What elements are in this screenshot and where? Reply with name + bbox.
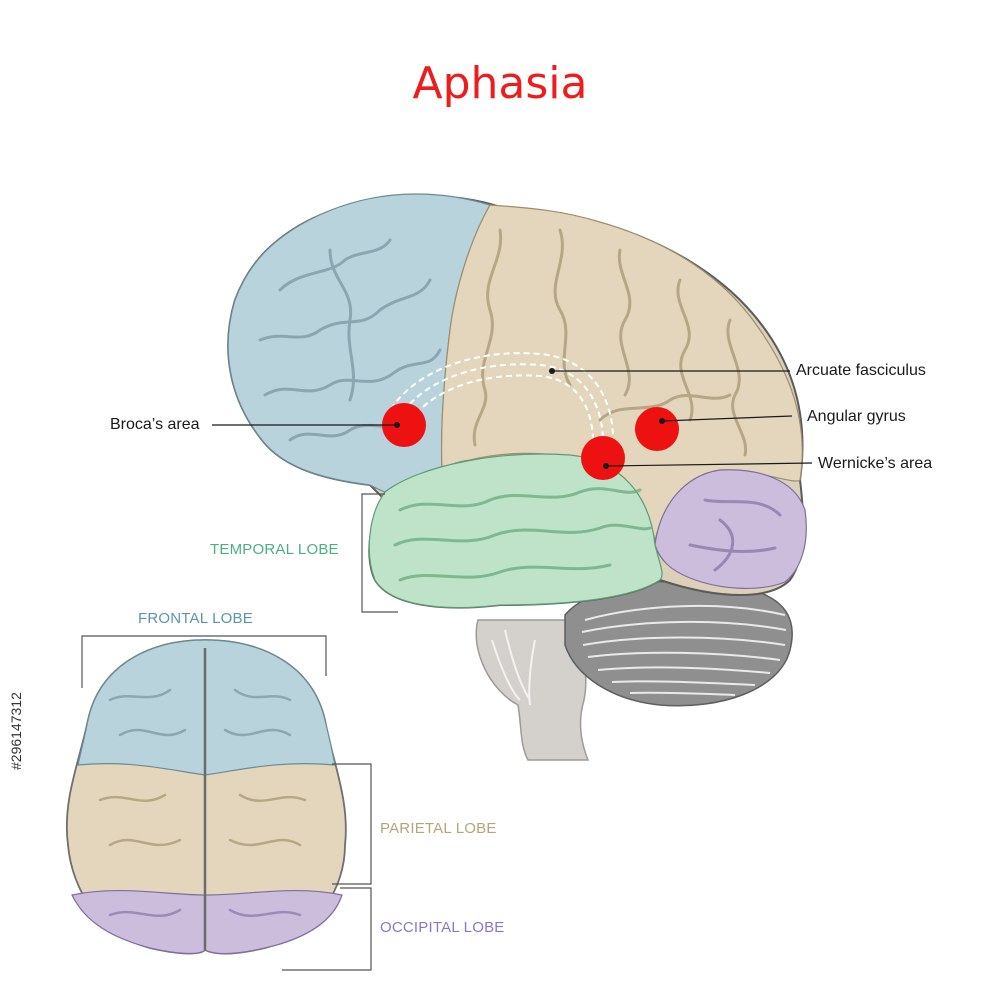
parietal-lobe-label: PARIETAL LOBE bbox=[380, 820, 497, 837]
arcuate-fasciculus bbox=[397, 363, 605, 451]
wernicke-marker bbox=[581, 436, 625, 480]
temporal-lobe-label: TEMPORAL LOBE bbox=[210, 541, 339, 558]
occipital-lobe-label: OCCIPITAL LOBE bbox=[380, 919, 505, 936]
angular-marker bbox=[635, 407, 679, 451]
arcuate-fasciculus-label: Arcuate fasciculus bbox=[796, 362, 926, 379]
angular-gyrus-label: Angular gyrus bbox=[807, 408, 906, 425]
frontal-lobe-label: FRONTAL LOBE bbox=[138, 610, 253, 627]
top-occipital-lobe bbox=[71, 889, 343, 955]
top-frontal-lobe bbox=[77, 639, 336, 776]
stock-image-id: #296147312 bbox=[8, 692, 24, 770]
page-title: Aphasia bbox=[412, 58, 588, 109]
wernicke-area-label: Wernicke’s area bbox=[818, 455, 933, 472]
broca-marker bbox=[382, 403, 426, 447]
broca-area-label: Broca’s area bbox=[110, 416, 200, 433]
